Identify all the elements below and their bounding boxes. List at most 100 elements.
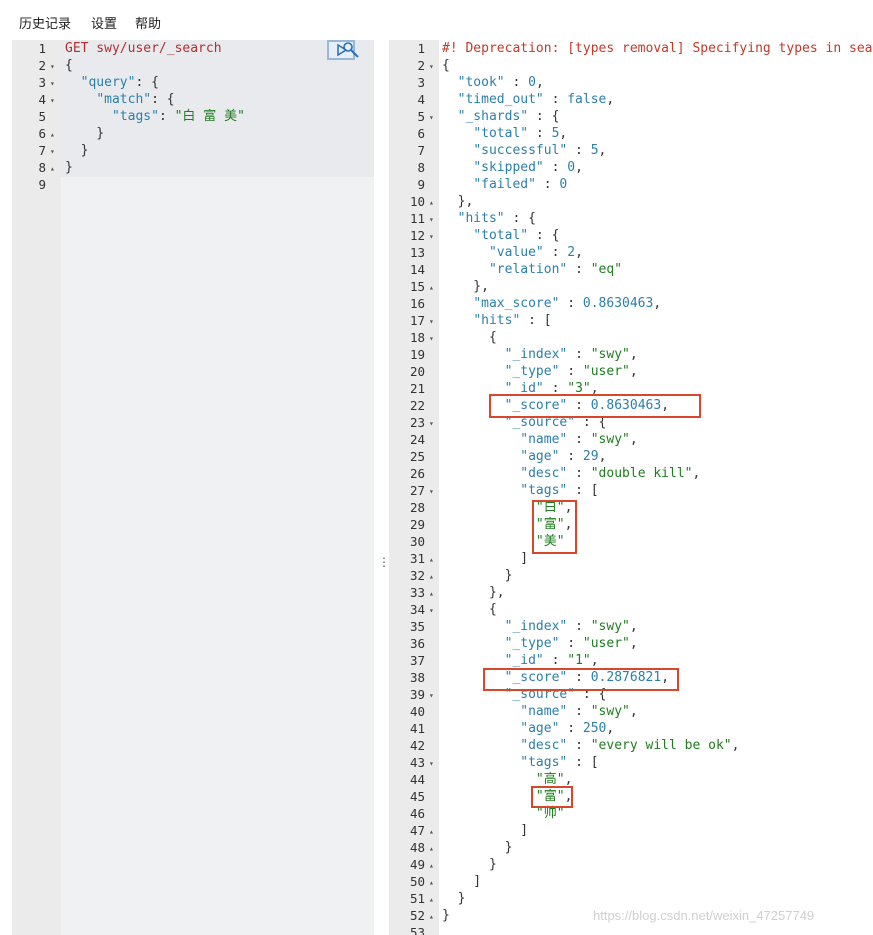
fold-toggle-icon[interactable]: ▾ <box>429 232 434 241</box>
response-line: 23▾ "_source" : { <box>389 414 873 431</box>
line-number: 52 <box>409 908 425 923</box>
fold-toggle-icon[interactable]: ▴ <box>50 130 55 139</box>
fold-toggle-icon[interactable]: ▾ <box>50 96 55 105</box>
code-text: "_index" : "swy", <box>504 347 638 362</box>
fold-toggle-icon[interactable]: ▴ <box>429 861 434 870</box>
fold-toggle-icon[interactable]: ▴ <box>429 912 434 921</box>
code-text: } <box>442 891 466 906</box>
response-gutter <box>389 40 439 935</box>
line-number: 46 <box>409 806 425 821</box>
line-number: 45 <box>409 789 425 804</box>
response-line: 49▴ } <box>389 856 873 873</box>
line-number: 31 <box>409 551 425 566</box>
fold-toggle-icon[interactable]: ▾ <box>429 691 434 700</box>
fold-toggle-icon[interactable]: ▾ <box>429 62 434 71</box>
fold-toggle-icon[interactable]: ▴ <box>429 283 434 292</box>
response-line: 28 "白", <box>389 499 873 516</box>
fold-toggle-icon[interactable]: ▾ <box>429 487 434 496</box>
response-line: 51▴ } <box>389 890 873 907</box>
code-text: } <box>65 143 89 158</box>
fold-toggle-icon[interactable]: ▾ <box>429 334 434 343</box>
response-line: 22 "_score" : 0.8630463, <box>389 397 873 414</box>
line-number: 38 <box>409 670 425 685</box>
fold-toggle-icon[interactable]: ▴ <box>429 827 434 836</box>
highlight-score-1 <box>489 394 701 418</box>
code-text: "desc" : "every will be ok", <box>520 738 740 753</box>
response-line: 41 "age" : 250, <box>389 720 873 737</box>
response-line: 43▾ "tags" : [ <box>389 754 873 771</box>
line-number: 10 <box>409 194 425 209</box>
response-line: 25 "age" : 29, <box>389 448 873 465</box>
fold-toggle-icon[interactable]: ▾ <box>50 62 55 71</box>
fold-toggle-icon[interactable]: ▴ <box>429 555 434 564</box>
fold-toggle-icon[interactable]: ▾ <box>429 317 434 326</box>
menu-help[interactable]: 帮助 <box>135 17 162 32</box>
code-text: "_score" : 0.2876821, <box>504 670 670 685</box>
request-line: 4▾ "match": { <box>12 91 374 108</box>
response-line: 37 "_id" : "1", <box>389 652 873 669</box>
line-number: 43 <box>409 755 425 770</box>
line-number: 44 <box>409 772 425 787</box>
code-text: ] <box>442 874 482 889</box>
run-button[interactable] <box>327 40 355 60</box>
response-line: 30 "美" <box>389 533 873 550</box>
response-line: 47▴ ] <box>389 822 873 839</box>
menu-history[interactable]: 历史记录 <box>19 17 72 32</box>
line-number: 16 <box>409 296 425 311</box>
line-number: 18 <box>409 330 425 345</box>
code-text: "desc" : "double kill", <box>520 466 701 481</box>
code-text: "tags" : [ <box>520 483 599 498</box>
line-number: 4 <box>417 92 425 107</box>
code-text: }, <box>442 585 505 600</box>
fold-toggle-icon[interactable]: ▴ <box>429 198 434 207</box>
code-text: "name" : "swy", <box>520 432 638 447</box>
response-line: 5▾ "_shards" : { <box>389 108 873 125</box>
code-text: "_source" : { <box>504 415 607 430</box>
fold-toggle-icon[interactable]: ▾ <box>429 759 434 768</box>
line-number: 42 <box>409 738 425 753</box>
wrench-icon[interactable] <box>342 41 360 63</box>
line-number: 34 <box>409 602 425 617</box>
fold-toggle-icon[interactable]: ▴ <box>429 589 434 598</box>
fold-toggle-icon[interactable]: ▾ <box>429 419 434 428</box>
response-line: 53 <box>389 924 873 935</box>
line-number: 9 <box>417 177 425 192</box>
response-line: 21 "_id" : "3", <box>389 380 873 397</box>
fold-toggle-icon[interactable]: ▴ <box>429 878 434 887</box>
highlight-score-2 <box>483 668 679 691</box>
code-text: GET swy/user/_search <box>65 41 222 56</box>
fold-toggle-icon[interactable]: ▴ <box>429 572 434 581</box>
menu-bar: 历史记录 设置 帮助 <box>0 0 873 40</box>
splitter-handle[interactable]: ⋮ <box>378 555 390 569</box>
response-line: 13 "value" : 2, <box>389 244 873 261</box>
fold-toggle-icon[interactable]: ▾ <box>50 147 55 156</box>
line-number: 30 <box>409 534 425 549</box>
code-text: "age" : 250, <box>520 721 615 736</box>
code-text: "美" <box>535 534 565 549</box>
menu-settings[interactable]: 设置 <box>91 17 118 32</box>
line-number: 49 <box>409 857 425 872</box>
fold-toggle-icon[interactable]: ▾ <box>429 215 434 224</box>
fold-toggle-icon[interactable]: ▾ <box>429 606 434 615</box>
response-line: 16 "max_score" : 0.8630463, <box>389 295 873 312</box>
code-text: "_index" : "swy", <box>504 619 638 634</box>
code-text: "_score" : 0.8630463, <box>504 398 670 413</box>
fold-toggle-icon[interactable]: ▴ <box>429 844 434 853</box>
response-line: 38 "_score" : 0.2876821, <box>389 669 873 686</box>
response-line: 1#! Deprecation: [types removal] Specify… <box>389 40 873 57</box>
fold-toggle-icon[interactable]: ▴ <box>429 895 434 904</box>
line-number: 8 <box>38 160 46 175</box>
line-number: 2 <box>417 58 425 73</box>
code-text: "_id" : "1", <box>504 653 599 668</box>
code-text: "total" : { <box>473 228 560 243</box>
response-line: 24 "name" : "swy", <box>389 431 873 448</box>
fold-toggle-icon[interactable]: ▾ <box>429 113 434 122</box>
code-text: "age" : 29, <box>520 449 607 464</box>
fold-toggle-icon[interactable]: ▴ <box>50 164 55 173</box>
line-number: 26 <box>409 466 425 481</box>
fold-toggle-icon[interactable]: ▾ <box>50 79 55 88</box>
line-number: 7 <box>417 143 425 158</box>
code-text: "hits" : { <box>457 211 536 226</box>
